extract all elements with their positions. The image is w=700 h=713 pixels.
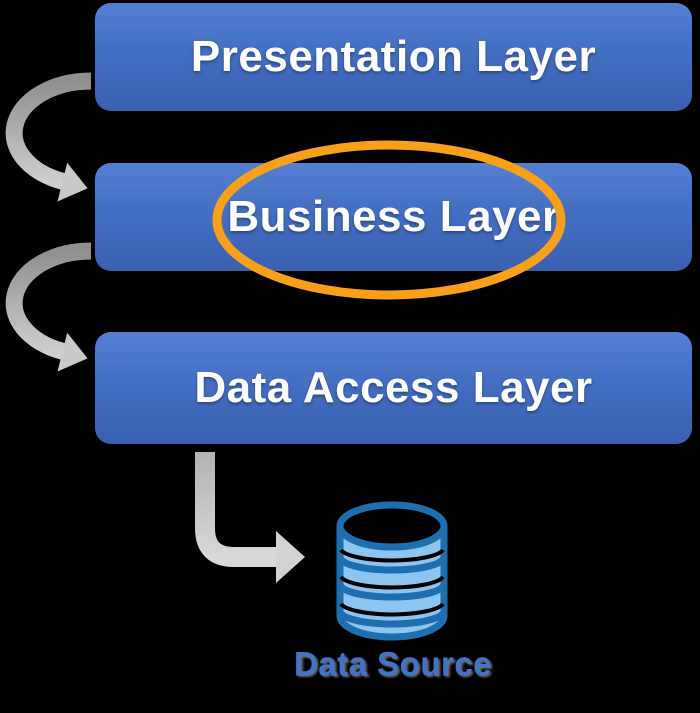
layer-label-presentation: Presentation Layer bbox=[190, 32, 597, 81]
data-source-label: Data Source bbox=[293, 645, 493, 682]
curved-arrow-icon bbox=[5, 72, 92, 202]
layer-box-data-access: Data Access Layer bbox=[95, 332, 692, 444]
layer-label-business: Business Layer bbox=[227, 192, 560, 241]
layer-box-business: Business Layer bbox=[95, 163, 692, 271]
curved-arrow-icon bbox=[5, 242, 92, 372]
layer-label-data-access: Data Access Layer bbox=[194, 363, 593, 412]
elbow-arrow-icon bbox=[195, 452, 305, 583]
layer-box-presentation: Presentation Layer bbox=[95, 3, 692, 111]
